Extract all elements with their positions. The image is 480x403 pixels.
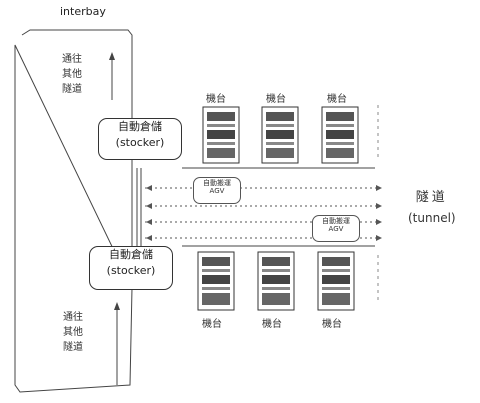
to-other-tunnels-bottom: 通往 其他 隧道 xyxy=(63,310,83,355)
up-arrow-bottom-head xyxy=(114,302,120,310)
tunnel-label: 隧道 (tunnel) xyxy=(408,188,456,228)
vtext-top-line-3: 隧道 xyxy=(62,82,82,97)
agv-1-bottom: AGV xyxy=(194,187,240,195)
agv-vehicle-1: 自動搬運 AGV xyxy=(193,177,241,204)
stocker-bottom: 自動倉儲 (stocker) xyxy=(89,246,173,290)
tool-top-2 xyxy=(262,107,298,163)
vtext-bottom-line-2: 其他 xyxy=(63,325,83,340)
tool-top-3-label: 機台 xyxy=(327,90,347,105)
tool-top-1-label: 機台 xyxy=(206,90,226,105)
tool-bottom-2 xyxy=(258,252,294,310)
tool-top-1 xyxy=(203,107,239,163)
tool-bottom-3-label: 機台 xyxy=(322,315,342,330)
stocker-top-zh: 自動倉儲 xyxy=(99,119,181,135)
agv-1-top: 自動搬運 xyxy=(194,179,240,187)
vtext-bottom-line-1: 通往 xyxy=(63,310,83,325)
tool-bottom-1 xyxy=(198,252,234,310)
vtext-top-line-2: 其他 xyxy=(62,67,82,82)
tool-top-2-label: 機台 xyxy=(266,90,286,105)
tool-bottom-3 xyxy=(318,252,354,310)
tool-bottom-1-label: 機台 xyxy=(202,315,222,330)
stocker-top-en: (stocker) xyxy=(99,135,181,151)
agv-2-bottom: AGV xyxy=(313,225,359,233)
stocker-bottom-en: (stocker) xyxy=(90,263,172,279)
to-other-tunnels-top: 通往 其他 隧道 xyxy=(62,52,82,97)
agv-vehicle-2: 自動搬運 AGV xyxy=(312,215,360,242)
vtext-top-line-1: 通往 xyxy=(62,52,82,67)
tunnel-zh: 隧道 xyxy=(408,188,456,208)
tool-top-3 xyxy=(322,107,358,163)
vtext-bottom-line-3: 隧道 xyxy=(63,340,83,355)
agv-2-top: 自動搬運 xyxy=(313,217,359,225)
tool-bottom-2-label: 機台 xyxy=(262,315,282,330)
up-arrow-top-head xyxy=(109,52,115,60)
interbay-label: interbay xyxy=(60,5,106,18)
stocker-bottom-zh: 自動倉儲 xyxy=(90,247,172,263)
tunnel-en: (tunnel) xyxy=(408,208,456,228)
stocker-top: 自動倉儲 (stocker) xyxy=(98,118,182,160)
